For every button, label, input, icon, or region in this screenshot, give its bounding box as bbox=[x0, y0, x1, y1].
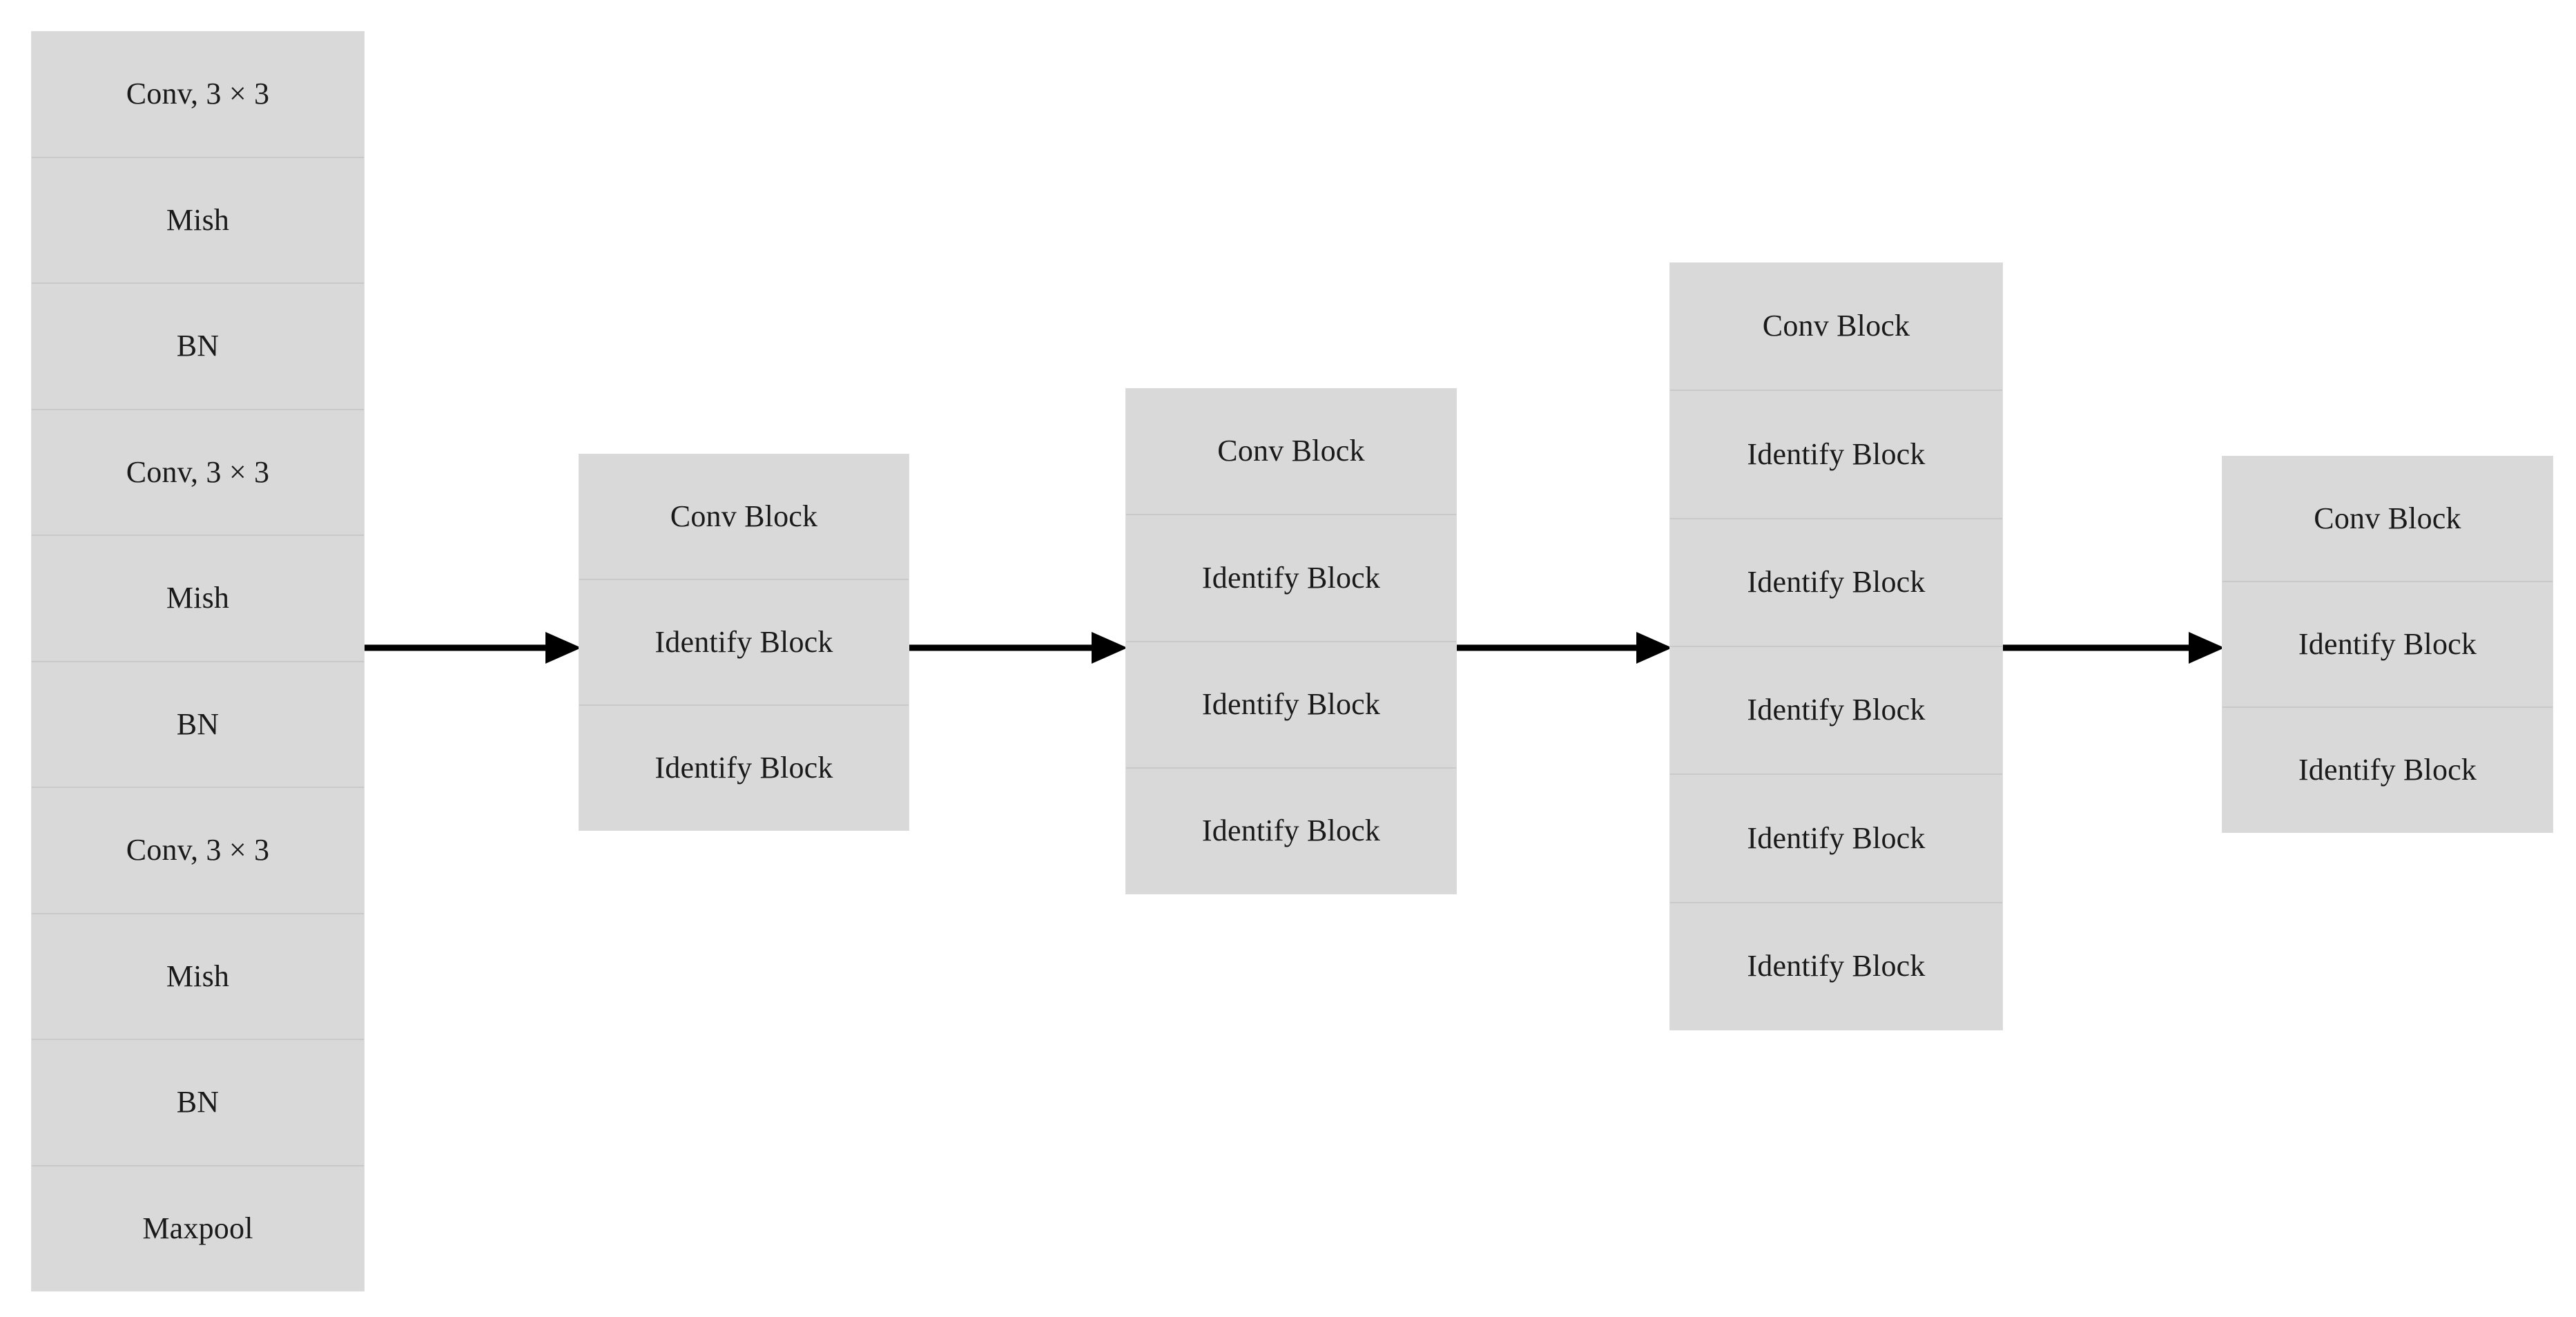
layer-cell-identify-block: Identify Block bbox=[1126, 768, 1456, 894]
layer-cell-identify-block: Identify Block bbox=[2222, 582, 2553, 708]
layer-cell-bn: BN bbox=[32, 1040, 364, 1166]
layer-cell-conv-3-x-3: Conv, 3 × 3 bbox=[32, 410, 364, 536]
arrow-stage2-to-stage3-glyph bbox=[1454, 632, 1672, 664]
layer-cell-mish: Mish bbox=[32, 157, 364, 284]
layer-cell-identify-block: Identify Block bbox=[1670, 391, 2002, 519]
layer-cell-identify-block: Identify Block bbox=[1670, 775, 2002, 903]
layer-cell-mish: Mish bbox=[32, 536, 364, 662]
layer-cell-identify-block: Identify Block bbox=[579, 706, 909, 830]
layer-cell-conv-3-x-3: Conv, 3 × 3 bbox=[32, 788, 364, 914]
layer-cell-conv-block: Conv Block bbox=[579, 454, 909, 580]
layer-cell-identify-block: Identify Block bbox=[579, 580, 909, 706]
layer-cell-conv-3-x-3: Conv, 3 × 3 bbox=[32, 32, 364, 158]
layer-cell-identify-block: Identify Block bbox=[1670, 646, 2002, 776]
layer-cell-identify-block: Identify Block bbox=[1670, 903, 2002, 1030]
layer-cell-bn: BN bbox=[32, 662, 364, 788]
layer-cell-bn: BN bbox=[32, 284, 364, 410]
layer-cell-identify-block: Identify Block bbox=[2222, 708, 2553, 832]
layer-cell-conv-block: Conv Block bbox=[2222, 456, 2553, 582]
layer-cell-identify-block: Identify Block bbox=[1126, 515, 1456, 642]
arrow-stem-to-stage1-glyph bbox=[360, 632, 581, 664]
arrow-stage1-to-stage2-glyph bbox=[907, 632, 1127, 664]
layer-cell-conv-block: Conv Block bbox=[1670, 263, 2002, 392]
arrow-stage3-to-stage4-glyph bbox=[2000, 632, 2225, 664]
layer-cell-maxpool: Maxpool bbox=[32, 1166, 364, 1291]
layer-cell-identify-block: Identify Block bbox=[1126, 642, 1456, 769]
layer-cell-identify-block: Identify Block bbox=[1670, 519, 2002, 647]
layer-cell-conv-block: Conv Block bbox=[1126, 389, 1456, 516]
layer-cell-mish: Mish bbox=[32, 914, 364, 1040]
